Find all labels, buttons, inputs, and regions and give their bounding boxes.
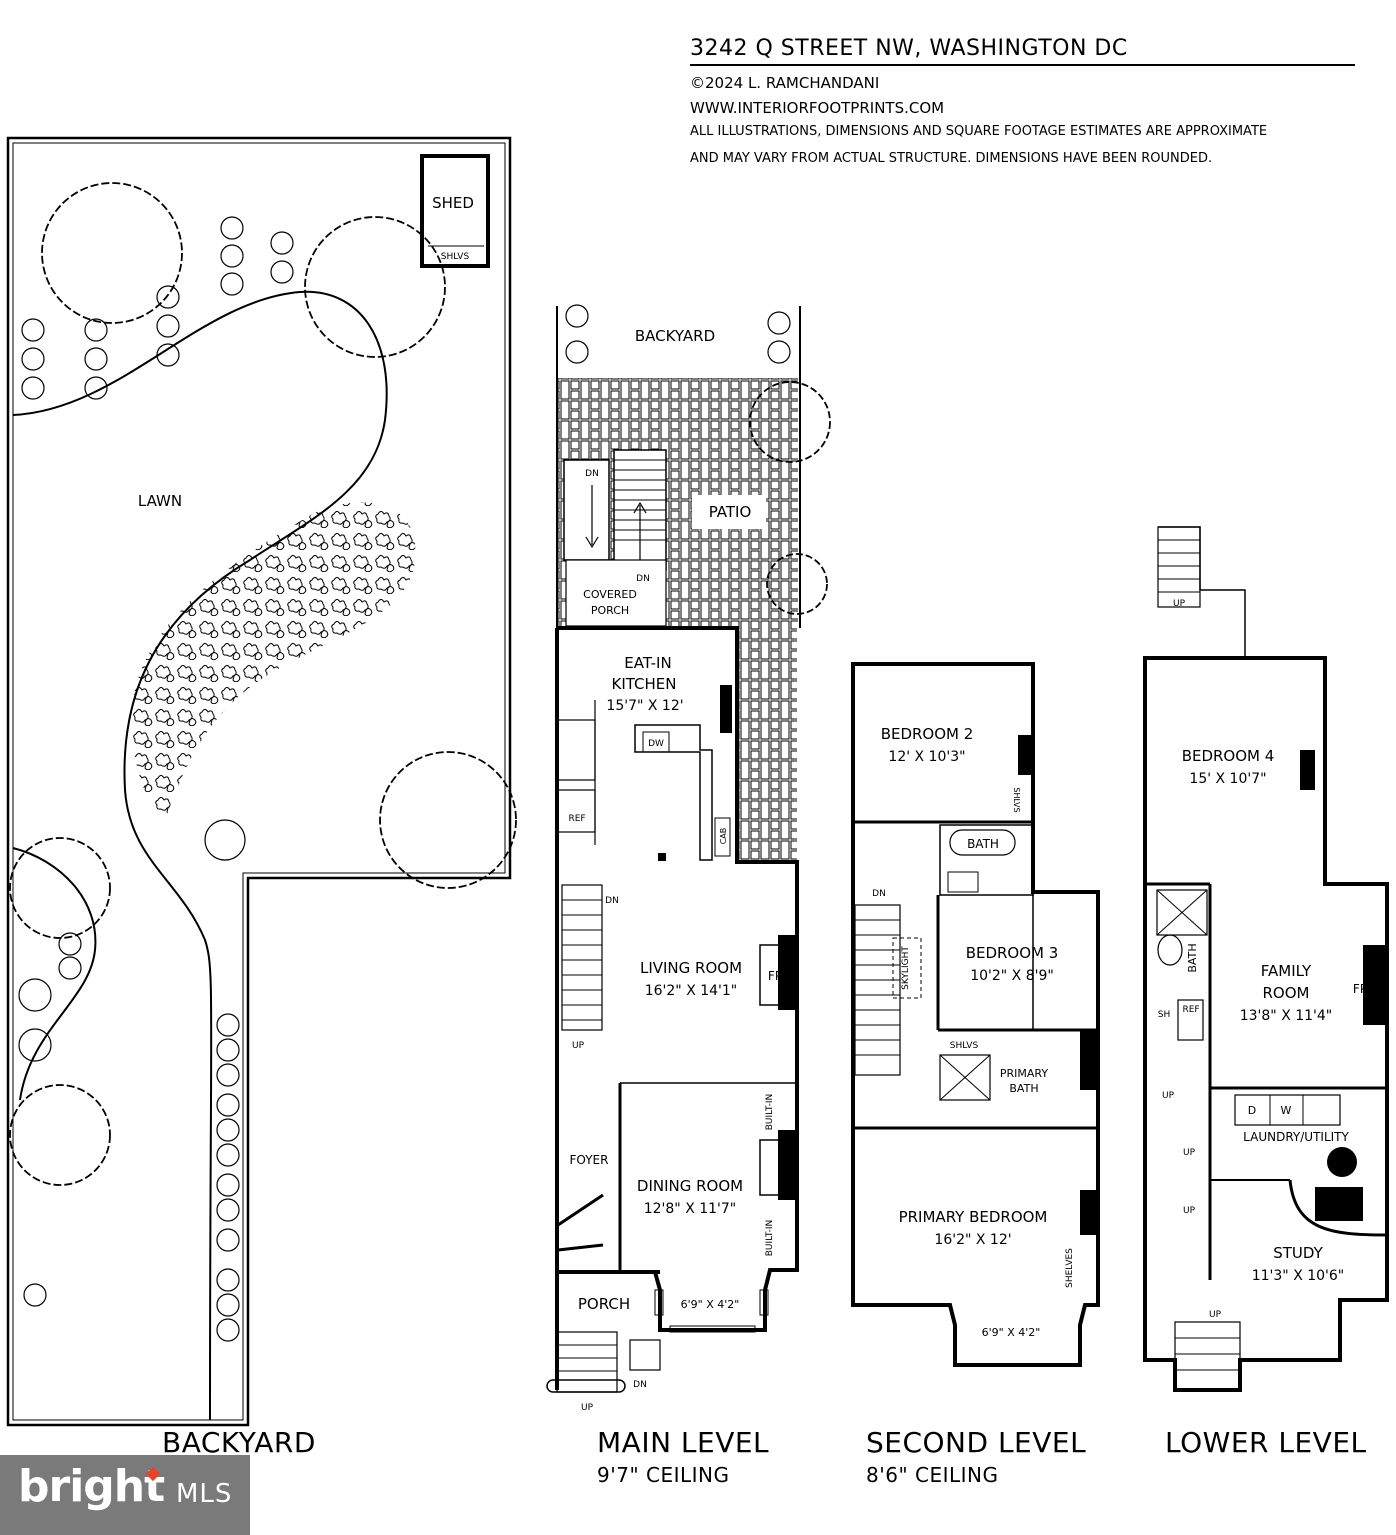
dryer-label: D — [1248, 1104, 1256, 1117]
website-line: WWW.INTERIORFOOTPRINTS.COM — [690, 99, 945, 117]
second-bay-dimensions: 6'9" X 4'2" — [982, 1326, 1041, 1339]
second-level-plan — [851, 662, 1100, 1367]
built-in-label-2: BUILT-IN — [765, 1220, 775, 1257]
dining-room-dimensions: 12'8" X 11'7" — [644, 1201, 737, 1217]
family-room-label-1: FAMILY — [1261, 962, 1312, 980]
main-ref-label: REF — [568, 814, 585, 824]
utility-up-label-1: UP — [1183, 1148, 1196, 1158]
second-level-ceiling: 8'6" CEILING — [866, 1463, 999, 1487]
family-room-dimensions: 13'8" X 11'4" — [1240, 1008, 1333, 1024]
shed-shelves-label: SHLVS — [441, 252, 470, 262]
patio-stairs-dn-label: DN — [585, 469, 599, 479]
bedroom-3-dimensions: 10'2" X 8'9" — [970, 968, 1054, 984]
second-bath-label: BATH — [967, 837, 999, 851]
family-room-label-2: ROOM — [1263, 984, 1310, 1002]
primary-bath-label-2: BATH — [1009, 1082, 1038, 1095]
bright-mls-watermark: bright MLS — [0, 1455, 250, 1535]
second-shelves-label: SHLVS — [1012, 787, 1021, 812]
property-address: 3242 Q STREET NW, WASHINGTON DC — [690, 36, 1128, 61]
main-level-plan — [546, 306, 801, 1393]
copyright-line: ©2024 L. RAMCHANDANI — [690, 74, 880, 92]
skylight-label: SKYLIGHT — [901, 946, 911, 990]
patio-label: PATIO — [709, 503, 752, 521]
living-room-label: LIVING ROOM — [640, 959, 742, 977]
utility-up-label-2: UP — [1183, 1206, 1196, 1216]
main-bay-dimensions: 6'9" X 4'2" — [681, 1298, 740, 1311]
lower-fireplace-label: FP — [1353, 982, 1367, 996]
kitchen-dimensions: 15'7" X 12' — [606, 698, 683, 714]
living-fireplace-label: FP — [768, 969, 782, 983]
shed-outline — [420, 154, 490, 268]
shed-label: SHED — [432, 194, 474, 212]
covered-porch-label-2: PORCH — [591, 604, 629, 617]
lower-stairs-up-label-2: UP — [1162, 1091, 1175, 1101]
primary-bedroom-label: PRIMARY BEDROOM — [899, 1208, 1048, 1226]
bedroom-4-label: BEDROOM 4 — [1182, 747, 1275, 765]
patio-stairs-dn-label-2: DN — [636, 574, 650, 584]
entry-stairs-up-label: UP — [1209, 1310, 1222, 1320]
second-shlvs-label: SHLVS — [950, 1041, 979, 1051]
dishwasher-label: DW — [648, 739, 664, 749]
main-backyard-label: BACKYARD — [635, 327, 715, 345]
bedroom-2-dimensions: 12' X 10'3" — [888, 749, 965, 765]
built-in-label-1: BUILT-IN — [765, 1094, 775, 1131]
main-level-ceiling: 9'7" CEILING — [597, 1463, 730, 1487]
washer-label: W — [1281, 1104, 1292, 1117]
lower-level-title: LOWER LEVEL — [1165, 1426, 1367, 1459]
main-stairs-up-label: UP — [572, 1041, 585, 1051]
header-rule — [690, 64, 1355, 66]
front-steps-up-label: UP — [581, 1403, 594, 1413]
lower-ref-label: REF — [1182, 1005, 1199, 1015]
second-level-title: SECOND LEVEL — [866, 1426, 1087, 1459]
bedroom-3-label: BEDROOM 3 — [966, 944, 1059, 962]
mls-logo-text: MLS — [176, 1479, 233, 1509]
bright-logo-text: bright — [18, 1461, 165, 1512]
lower-bath-label: BATH — [1186, 943, 1199, 972]
laundry-utility-label: LAUNDRY/UTILITY — [1243, 1130, 1349, 1144]
covered-porch-label-1: COVERED — [583, 588, 637, 601]
second-stairs-dn-label: DN — [872, 889, 886, 899]
main-level-title: MAIN LEVEL — [597, 1426, 770, 1459]
primary-shelves-label: SHELVES — [1065, 1248, 1075, 1288]
lawn-label: LAWN — [138, 492, 182, 510]
foyer-label: FOYER — [570, 1153, 609, 1167]
living-room-dimensions: 16'2" X 14'1" — [645, 983, 738, 999]
dining-room-label: DINING ROOM — [637, 1177, 743, 1195]
shower-label: SH — [1158, 1010, 1170, 1020]
study-label: STUDY — [1273, 1244, 1323, 1262]
backyard-title: BACKYARD — [162, 1426, 316, 1459]
shrub-icons — [18, 216, 791, 1342]
cabinet-label: CAB — [719, 828, 728, 845]
disclaimer-line-1: ALL ILLUSTRATIONS, DIMENSIONS AND SQUARE… — [690, 124, 1268, 139]
study-dimensions: 11'3" X 10'6" — [1252, 1268, 1345, 1284]
main-stairs-dn-label: DN — [605, 896, 619, 906]
lower-level-plan — [1143, 526, 1389, 1392]
porch-label: PORCH — [578, 1295, 630, 1313]
primary-bath-label-1: PRIMARY — [1000, 1067, 1048, 1080]
kitchen-label-2: KITCHEN — [612, 675, 677, 693]
disclaimer-line-2: AND MAY VARY FROM ACTUAL STRUCTURE. DIME… — [690, 151, 1213, 166]
bedroom-4-dimensions: 15' X 10'7" — [1189, 771, 1266, 787]
kitchen-label-1: EAT-IN — [624, 654, 671, 672]
lower-stairs-up-label: UP — [1173, 599, 1186, 609]
front-steps-dn-label: DN — [633, 1380, 647, 1390]
bedroom-2-label: BEDROOM 2 — [881, 725, 974, 743]
primary-bedroom-dimensions: 16'2" X 12' — [934, 1232, 1011, 1248]
